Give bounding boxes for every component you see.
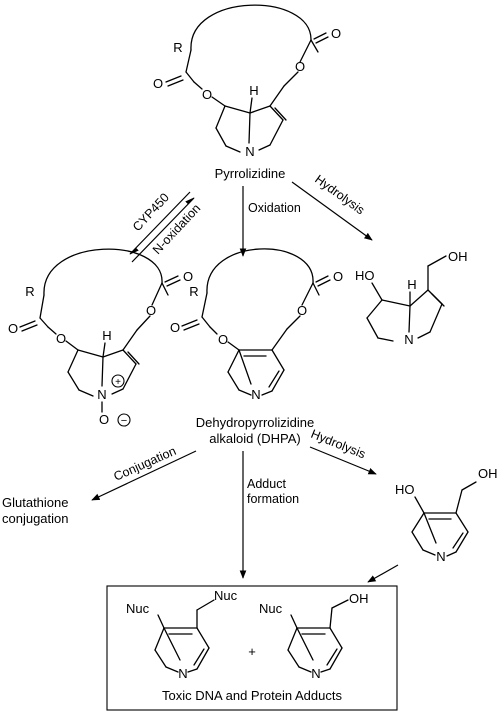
dhpa-ester-o-left: O xyxy=(218,332,228,347)
noxide-carbonyl-o-left: O xyxy=(8,321,18,336)
adduct2-nuc-label: Nuc xyxy=(259,601,283,616)
adduct-1-structure xyxy=(154,599,215,673)
pyrrolizidine-label: Pyrrolizidine xyxy=(215,166,286,181)
dehydro-necine-to-adducts-arrow xyxy=(367,564,399,583)
dehydro-necine-ho-label: HO xyxy=(395,482,415,497)
macrocycle-arc xyxy=(190,4,312,51)
dehydro-necine-n-label: N xyxy=(436,549,445,564)
dhpa-r-label: R xyxy=(189,284,198,299)
dhpa-label-line2: alkaloid (DHPA) xyxy=(209,431,301,446)
adduct1-nuc-left: Nuc xyxy=(126,601,150,616)
adduct2-oh-label: OH xyxy=(349,591,369,606)
hydrolysis-top-arrow xyxy=(291,181,373,241)
adduct1-nuc-right: Nuc xyxy=(214,588,238,603)
noxide-n-label: N xyxy=(97,387,106,402)
pyr-ester-o-right: O xyxy=(295,59,305,74)
adducts-box xyxy=(106,585,398,711)
hydrolysis-bottom-arrow xyxy=(309,446,377,475)
adduct-label-line2: formation xyxy=(247,492,299,506)
dhpa-carbonyl-o-right: O xyxy=(333,269,343,284)
hydrolysis-bottom-label: Hydrolysis xyxy=(309,427,368,462)
oxidation-label: Oxidation xyxy=(248,201,301,215)
glutathione-label-line2: conjugation xyxy=(2,511,69,526)
conjugation-arrow xyxy=(91,450,197,501)
dehydro-necine-structure xyxy=(411,481,477,557)
dhpa-carbonyl-o-left: O xyxy=(170,320,180,335)
dhpa-label-line1: Dehydropyrrolizidine xyxy=(196,415,315,430)
noxide-h-label: H xyxy=(102,328,111,343)
hydrolysis-top-label: Hydrolysis xyxy=(312,172,367,217)
adducts-caption: Toxic DNA and Protein Adducts xyxy=(162,688,342,703)
pyr-r-label: R xyxy=(173,40,182,55)
adducts-plus: + xyxy=(248,644,256,659)
necine-base-structure xyxy=(366,255,447,342)
noxide-ester-o-left: O xyxy=(56,331,66,346)
adduct-label-line1: Adduct xyxy=(247,477,286,491)
pyr-ester-o-left: O xyxy=(202,87,212,102)
pyr-carbonyl-o-left: O xyxy=(153,76,163,91)
n-oxidation-arrow xyxy=(131,197,195,263)
dhpa-n-label: N xyxy=(251,387,260,402)
necine-h-label: H xyxy=(407,277,416,292)
n-oxide-structure xyxy=(19,248,181,427)
adduct2-n-label: N xyxy=(311,666,320,681)
noxide-minus-charge: − xyxy=(121,415,127,427)
necine-n-label: N xyxy=(404,332,413,347)
noxide-o-label: O xyxy=(99,412,109,427)
necine-ho-label: HO xyxy=(355,268,375,283)
adduct-2-structure xyxy=(287,599,349,673)
noxide-plus-charge: + xyxy=(115,377,121,388)
pyr-n-label: N xyxy=(245,144,254,159)
dhpa-ester-o-right: O xyxy=(297,303,307,318)
necine-oh-label: OH xyxy=(448,249,468,264)
noxide-r-label: R xyxy=(25,284,34,299)
pyr-h-label: H xyxy=(249,83,258,98)
noxide-carbonyl-o-right: O xyxy=(183,269,193,284)
noxide-ester-o-right: O xyxy=(146,303,156,318)
glutathione-label-line1: Glutathione xyxy=(2,495,69,510)
pyrrolizidine-structure xyxy=(165,4,329,153)
pyr-carbonyl-o-right: O xyxy=(331,26,341,41)
dehydro-necine-oh-label: OH xyxy=(478,466,498,481)
cyp450-arrow xyxy=(129,191,191,255)
adduct1-n-label: N xyxy=(178,666,187,681)
dhpa-structure xyxy=(181,248,331,396)
